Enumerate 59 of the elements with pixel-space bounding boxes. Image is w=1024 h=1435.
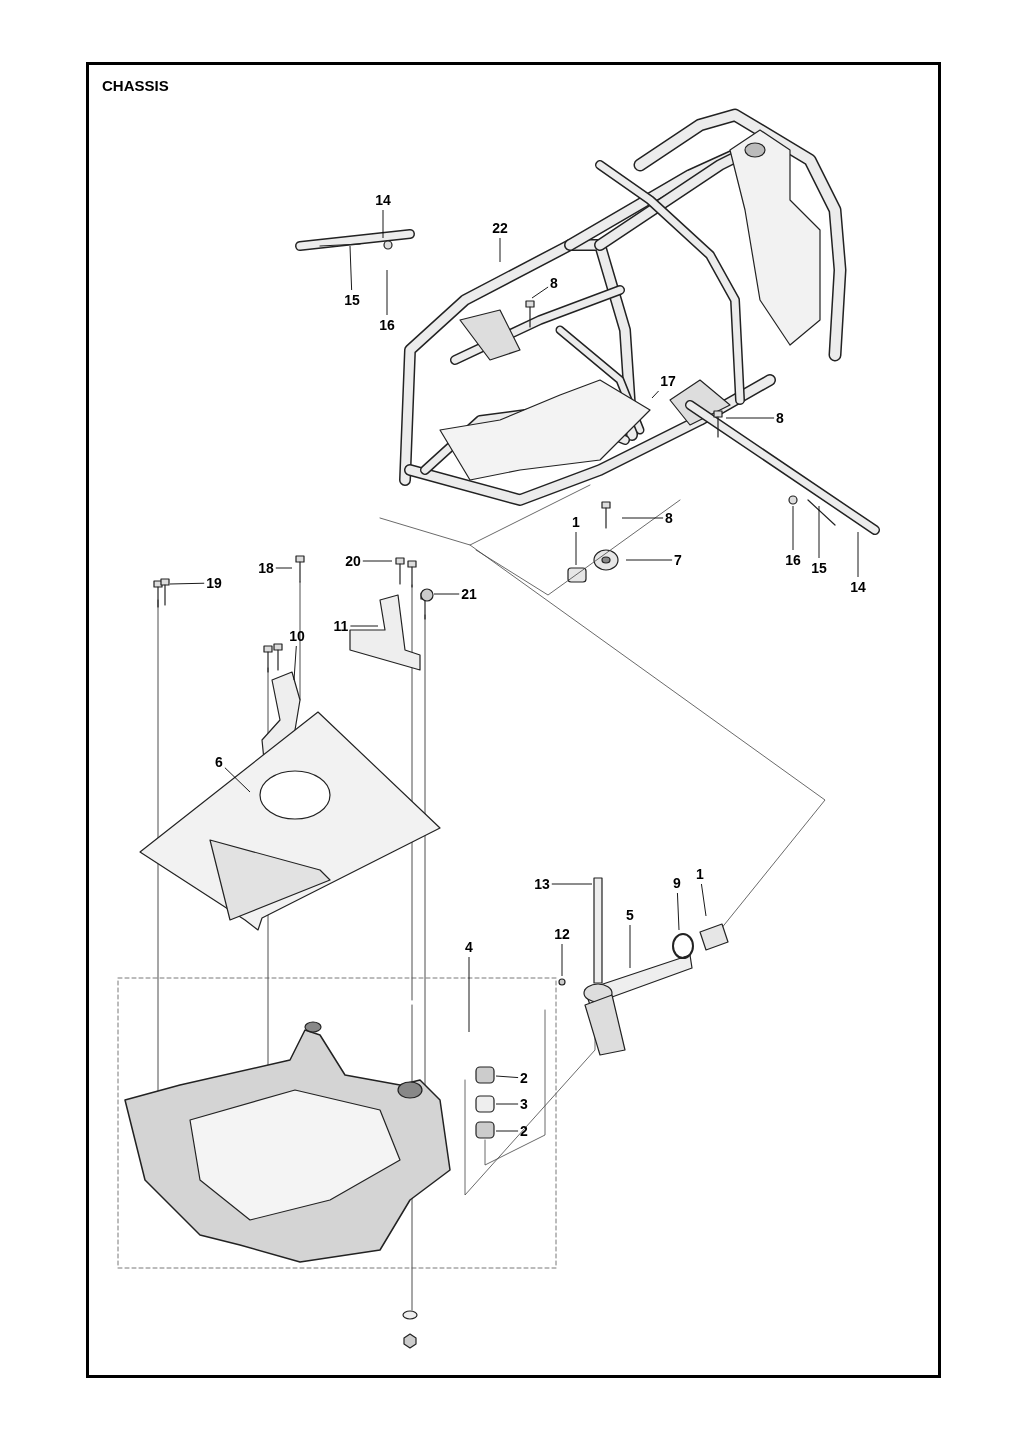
leader-line bbox=[575, 531, 577, 566]
callout-number: 6 bbox=[215, 754, 223, 770]
leader-line bbox=[169, 582, 205, 585]
callout-number: 15 bbox=[344, 292, 360, 308]
callout-number: 22 bbox=[492, 220, 508, 236]
leader-line bbox=[495, 1075, 519, 1079]
leader-line bbox=[224, 767, 251, 793]
callout-number: 16 bbox=[785, 552, 801, 568]
leader-line bbox=[629, 924, 631, 969]
leader-line bbox=[468, 956, 470, 1033]
callout-number: 12 bbox=[554, 926, 570, 942]
callout-number: 1 bbox=[696, 866, 704, 882]
callout-number: 18 bbox=[258, 560, 274, 576]
leader-line bbox=[561, 943, 563, 977]
callout-number: 11 bbox=[333, 618, 349, 634]
leader-line bbox=[349, 245, 353, 291]
leader-line bbox=[499, 237, 501, 263]
leader-line bbox=[382, 209, 384, 239]
callout-number: 1 bbox=[572, 514, 580, 530]
leader-line bbox=[621, 517, 664, 519]
leader-line bbox=[495, 1130, 519, 1132]
leader-line bbox=[293, 645, 297, 681]
callout-number: 19 bbox=[206, 575, 222, 591]
leader-line bbox=[495, 1103, 519, 1105]
callout-number: 4 bbox=[465, 939, 473, 955]
leader-line bbox=[676, 892, 680, 931]
callout-number: 14 bbox=[375, 192, 391, 208]
leader-line bbox=[531, 286, 549, 299]
callout-number: 21 bbox=[461, 586, 477, 602]
callout-number: 10 bbox=[289, 628, 305, 644]
leader-line bbox=[386, 269, 388, 316]
leader-line bbox=[433, 593, 460, 595]
leader-line bbox=[362, 560, 393, 562]
callout-number: 2 bbox=[520, 1070, 528, 1086]
leader-line bbox=[275, 567, 293, 569]
leader-line bbox=[857, 531, 859, 578]
leader-line bbox=[792, 505, 794, 551]
callout-number: 16 bbox=[379, 317, 395, 333]
leader-line bbox=[349, 625, 379, 627]
callout-number: 8 bbox=[776, 410, 784, 426]
callout-number: 15 bbox=[811, 560, 827, 576]
callout-number: 9 bbox=[673, 875, 681, 891]
callout-number: 13 bbox=[534, 876, 550, 892]
callout-number: 3 bbox=[520, 1096, 528, 1112]
diagram-title: CHASSIS bbox=[102, 77, 169, 94]
callout-number: 20 bbox=[345, 553, 361, 569]
leader-line bbox=[700, 883, 707, 917]
callout-number: 8 bbox=[665, 510, 673, 526]
callout-number: 5 bbox=[626, 907, 634, 923]
callout-number: 7 bbox=[674, 552, 682, 568]
leader-line bbox=[551, 883, 593, 885]
leader-line bbox=[725, 417, 775, 419]
callout-number: 8 bbox=[550, 275, 558, 291]
leader-line bbox=[818, 505, 820, 559]
callout-number: 17 bbox=[660, 373, 676, 389]
callout-number: 2 bbox=[520, 1123, 528, 1139]
leader-line bbox=[651, 390, 660, 399]
callout-number: 14 bbox=[850, 579, 866, 595]
leader-line bbox=[625, 559, 673, 561]
